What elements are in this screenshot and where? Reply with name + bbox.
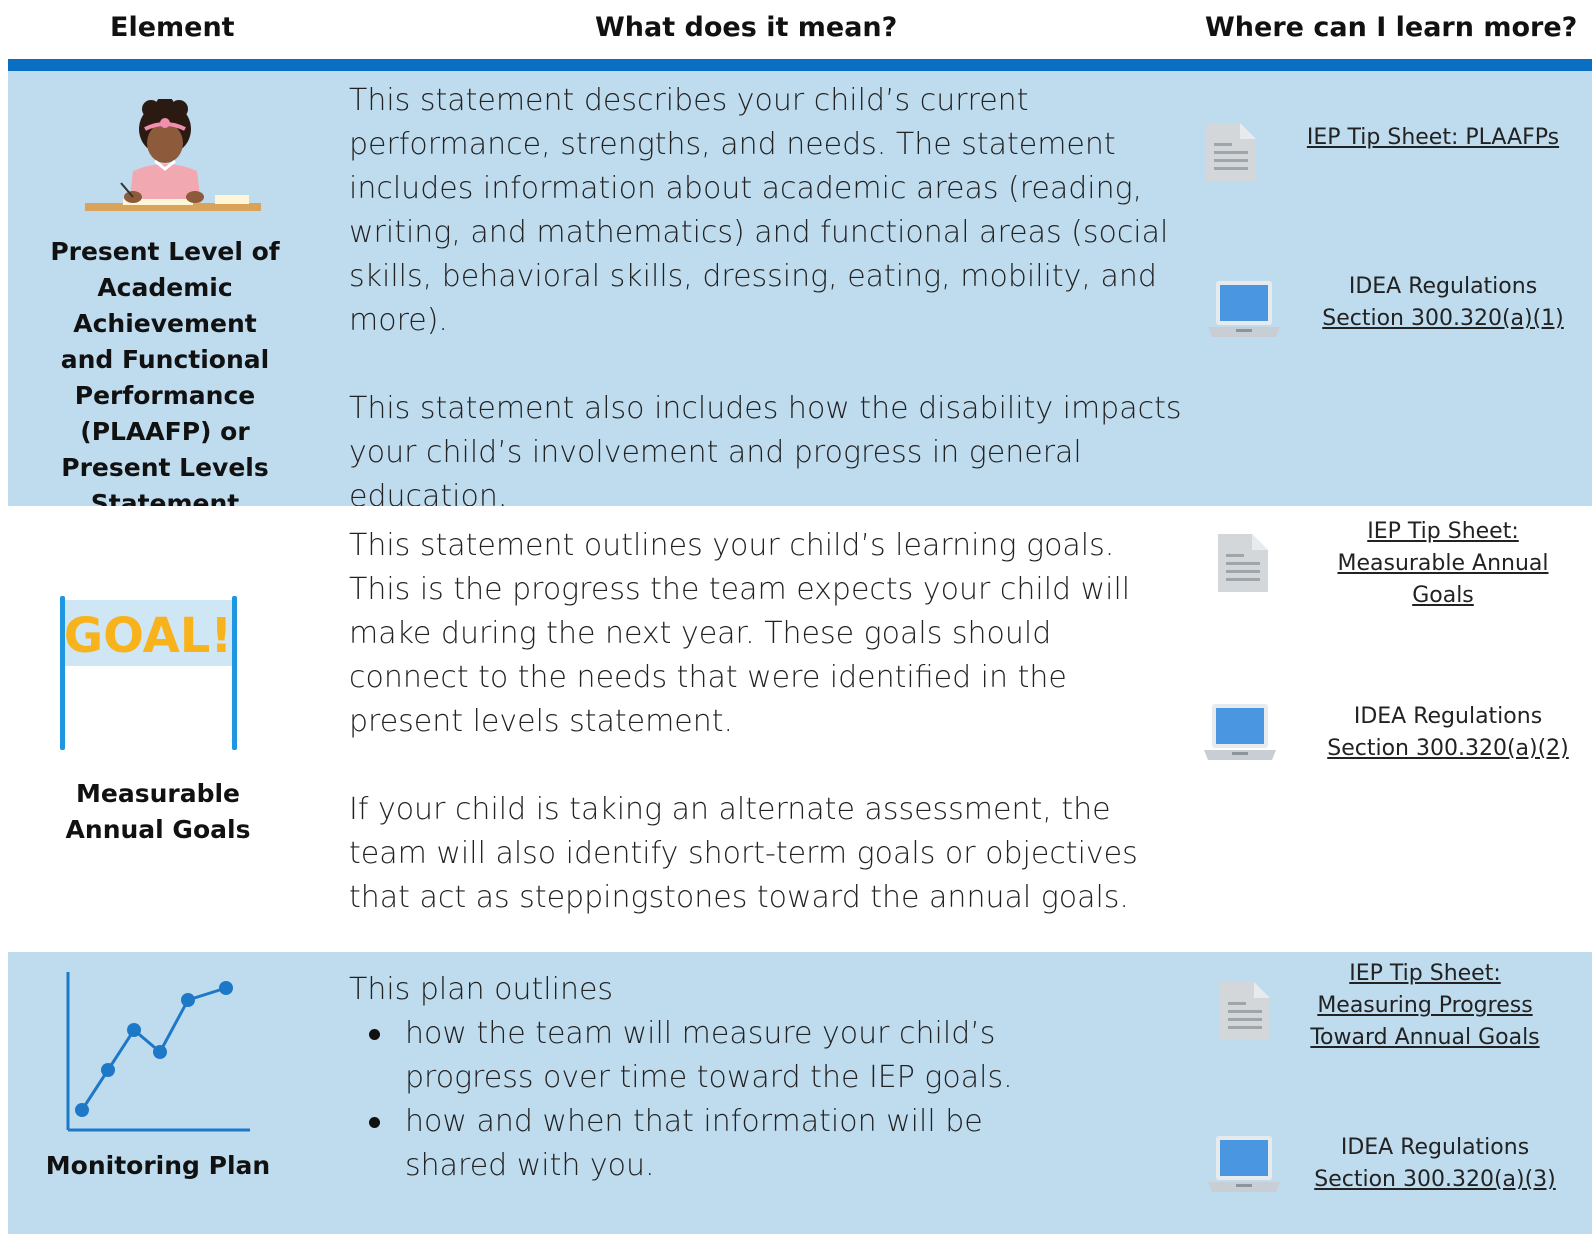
iep-tip-sheet-measuring-progress-link[interactable]: IEP Tip Sheet: Measuring Progress Toward… — [1310, 961, 1540, 1050]
description-paragraph: This statement outlines your child’s lea… — [349, 528, 1131, 739]
description: This statement describes your child’s cu… — [349, 79, 1199, 519]
resource-link-cell: IEP Tip Sheet: Measuring Progress Toward… — [1290, 958, 1560, 1054]
plan-bullet-list: how the team will measure your child’s p… — [369, 1012, 1029, 1188]
document-icon — [1218, 534, 1268, 592]
header-meaning: What does it mean? — [595, 12, 898, 43]
resource-link-cell: IEP Tip Sheet: PLAAFPs — [1298, 122, 1568, 154]
goal-sign-illustration: GOAL! — [60, 596, 237, 750]
section-300-320-a-3-link[interactable]: Section 300.320(a)(3) — [1314, 1167, 1556, 1192]
idea-regulations-label: IDEA Regulations — [1340, 1135, 1530, 1160]
laptop-icon — [1204, 704, 1276, 760]
document-icon — [1206, 123, 1256, 181]
header-learn-more: Where can I learn more? — [1205, 12, 1578, 43]
element-title: Measurable Annual Goals — [65, 779, 251, 844]
element-title: Present Level of Academic Achievement an… — [50, 237, 280, 518]
description-paragraph: This statement describes your child’s cu… — [349, 83, 1169, 338]
resource-link-cell: IDEA Regulations Section 300.320(a)(3) — [1300, 1132, 1570, 1196]
element-title: Monitoring Plan — [45, 1151, 271, 1180]
section-300-320-a-1-link[interactable]: Section 300.320(a)(1) — [1322, 306, 1564, 331]
table-row-monitoring: Monitoring Plan This plan outlines how t… — [8, 952, 1592, 1234]
table-row-goals: GOAL! Measurable Annual Goals This state… — [8, 506, 1592, 952]
table-row-plaafp: Present Level of Academic Achievement an… — [8, 71, 1592, 518]
description-paragraph: If your child is taking an alternate ass… — [349, 792, 1138, 915]
description: This statement outlines your child’s lea… — [349, 524, 1169, 920]
section-300-320-a-2-link[interactable]: Section 300.320(a)(2) — [1327, 736, 1569, 761]
plan-intro: This plan outlines — [349, 972, 614, 1007]
goal-sign-text: GOAL! — [64, 608, 233, 664]
table-header: Element What does it mean? Where can I l… — [0, 0, 1592, 60]
line-chart-illustration — [66, 972, 250, 1132]
idea-regulations-label: IDEA Regulations — [1353, 704, 1543, 729]
resource-link-cell: IEP Tip Sheet: Measurable Annual Goals — [1333, 516, 1553, 612]
iep-tip-sheet-plaafps-link[interactable]: IEP Tip Sheet: PLAAFPs — [1306, 125, 1560, 150]
laptop-icon — [1208, 1136, 1280, 1192]
laptop-icon — [1208, 281, 1280, 337]
idea-regulations-label: IDEA Regulations — [1348, 274, 1538, 299]
description-paragraph: This statement also includes how the dis… — [349, 391, 1182, 514]
header-divider — [8, 59, 1592, 71]
resource-link-cell: IDEA Regulations Section 300.320(a)(1) — [1308, 271, 1578, 335]
list-item: how the team will measure your child’s p… — [369, 1012, 1029, 1100]
document-icon — [1220, 982, 1270, 1040]
list-item: how and when that information will be sh… — [369, 1100, 1029, 1188]
iep-tip-sheet-goals-link[interactable]: IEP Tip Sheet: Measurable Annual Goals — [1337, 519, 1549, 608]
header-element: Element — [110, 12, 235, 43]
girl-writing-illustration — [85, 99, 261, 211]
resource-link-cell: IDEA Regulations Section 300.320(a)(2) — [1313, 701, 1583, 765]
description: This plan outlines how the team will mea… — [349, 968, 1029, 1188]
